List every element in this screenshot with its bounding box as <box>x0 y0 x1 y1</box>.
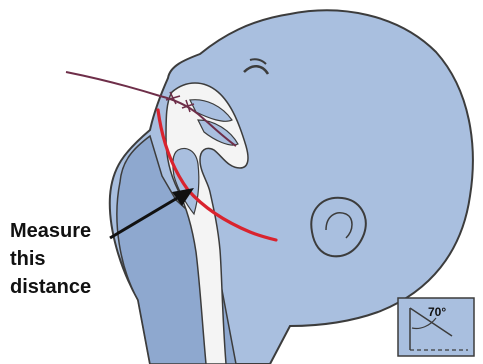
annotation-line-3: distance <box>10 276 91 298</box>
annotation-line-1: Measure <box>10 220 91 242</box>
annotation-line-2: this <box>10 248 46 270</box>
angle-inset: 70° <box>398 298 474 356</box>
angle-inset-label: 70° <box>428 305 446 319</box>
